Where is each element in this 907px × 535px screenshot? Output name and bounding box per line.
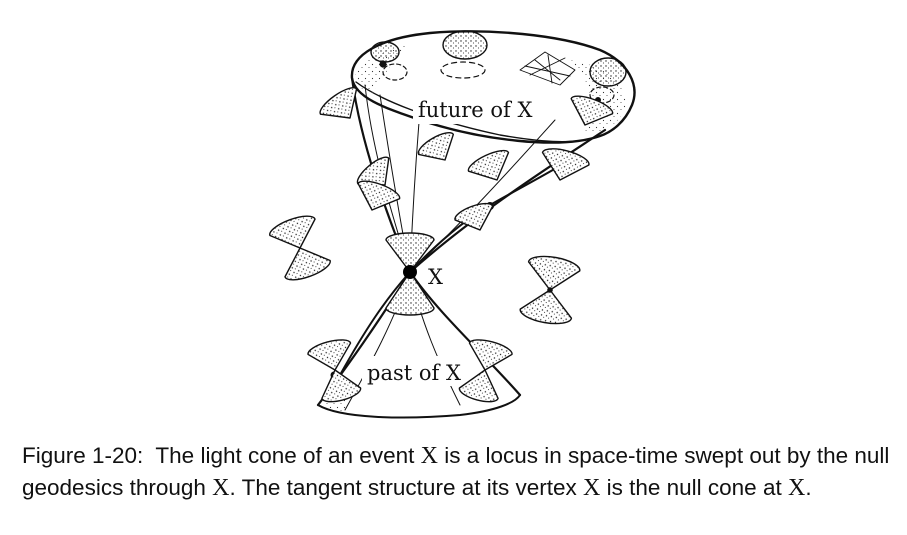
tangent-light-cones bbox=[269, 87, 614, 403]
caption-x-4: X bbox=[787, 475, 806, 501]
caption-prefix: Figure 1-20: bbox=[22, 443, 144, 468]
null-geodesic bbox=[339, 159, 571, 376]
figure-caption: Figure 1-20: The light cone of an event … bbox=[22, 440, 902, 504]
past-label-backing bbox=[362, 356, 456, 386]
caption-x-3: X bbox=[583, 475, 601, 501]
caption-text-5: . bbox=[805, 475, 812, 500]
caption-text-3: . The tangent structure at its vertex bbox=[229, 475, 583, 500]
caption-x-2: X bbox=[212, 475, 230, 501]
caption-text-4: is the null cone at bbox=[600, 475, 788, 500]
event-x-label: X bbox=[428, 265, 443, 289]
event-x-vertex bbox=[403, 265, 417, 279]
light-cone-figure: future of X past of X X bbox=[269, 30, 636, 419]
future-label-backing bbox=[413, 94, 523, 124]
future-label: future of X bbox=[418, 98, 532, 122]
light-cone-diagram: future of X past of X X bbox=[269, 30, 636, 419]
caption-text-2: is a locus in space-time swept out by th… bbox=[22, 443, 890, 500]
past-label: past of X bbox=[367, 361, 461, 385]
caption-text-1: The light cone of an event bbox=[155, 443, 421, 468]
caption-x-1: X bbox=[420, 443, 438, 469]
